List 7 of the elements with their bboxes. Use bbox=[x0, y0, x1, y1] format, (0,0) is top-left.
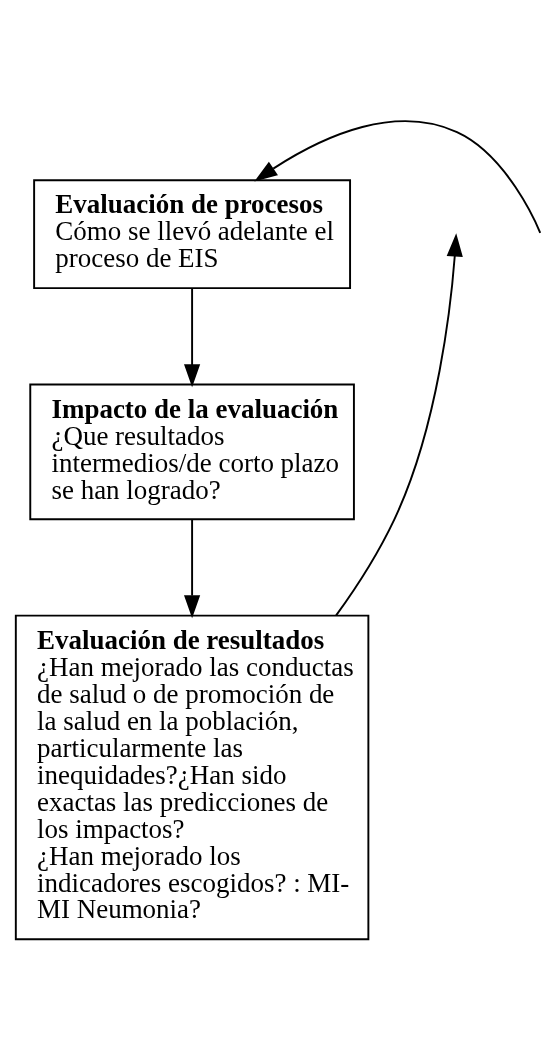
arrow bbox=[184, 518, 201, 619]
arrow bbox=[184, 287, 201, 388]
node-box: Evaluación de resultados ¿Han mejorado las conductas de salud o de promoción de la salud en la población, particularmente las inequidades?¿Han sido exactas las predicciones de los impactos? ¿Han mejorado los indicadores escogidos? : MI- MI Neumonia? bbox=[14, 614, 370, 941]
arrow bbox=[335, 233, 463, 617]
node-box: Evaluación de procesos Cómo se llevó adelante el proceso de EIS bbox=[33, 179, 352, 290]
node-box: Impacto de la evaluación ¿Que resultados intermedios/de corto plazo se han logrado? bbox=[29, 383, 355, 521]
arrow bbox=[254, 120, 542, 234]
